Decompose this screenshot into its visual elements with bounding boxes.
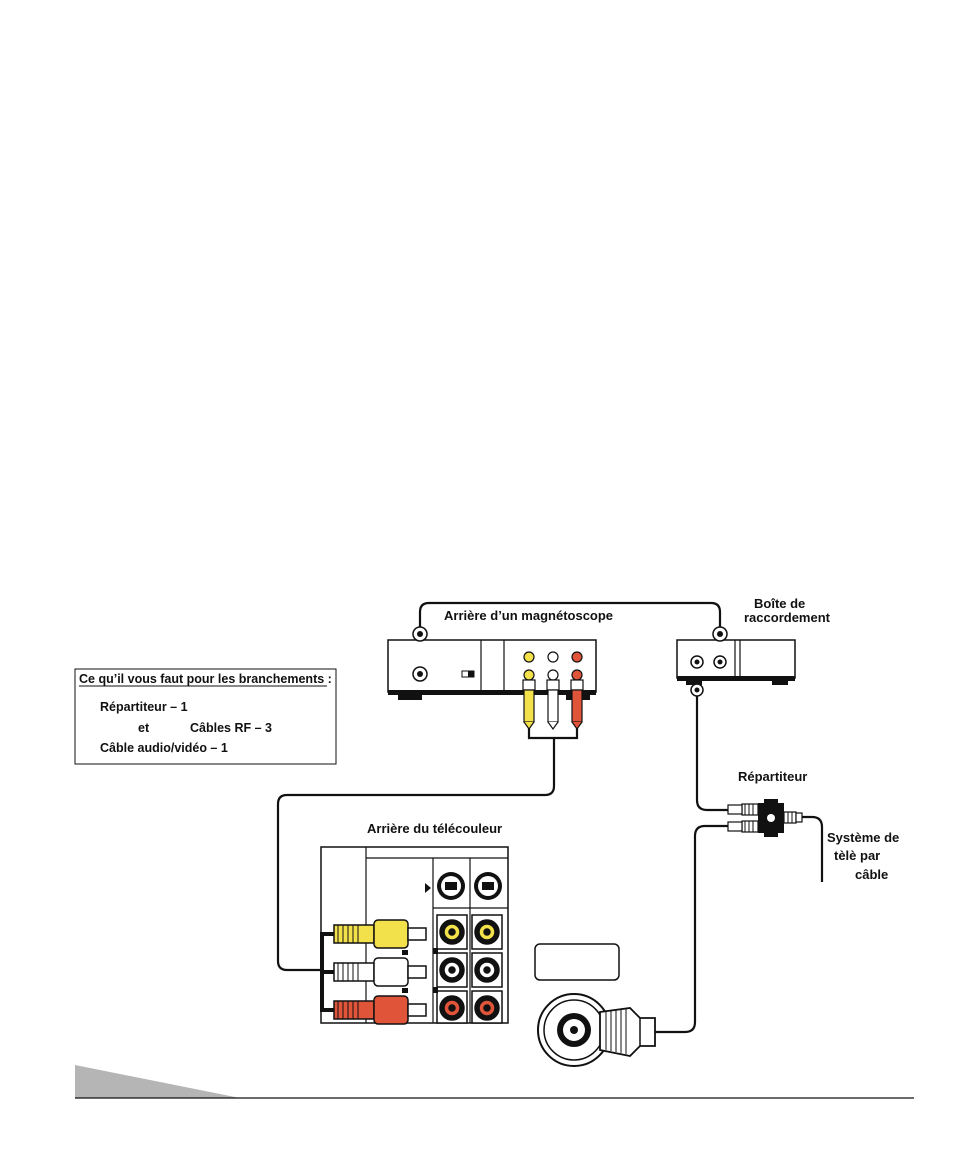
- tv-rca-jacks: [436, 914, 503, 1024]
- cable-system-label-3: câble: [855, 867, 888, 882]
- vcr: [387, 626, 597, 731]
- rf-cable-splitter-to-tv: [655, 824, 728, 1034]
- requirement-rf-cables: Câbles RF – 3: [190, 721, 272, 735]
- cable-system-label-2: tèlè par: [834, 848, 880, 863]
- tv-back-panel: [320, 846, 509, 1024]
- splitter-label: Répartiteur: [738, 769, 807, 784]
- rf-cable-vcr-to-box: [418, 601, 722, 628]
- vcr-av-jacks: [523, 651, 583, 681]
- requirements-box: Ce qu’il vous faut pour les branchements…: [74, 668, 337, 765]
- requirement-and: et: [138, 721, 150, 735]
- av-cable: [276, 728, 579, 972]
- cable-box: [676, 626, 796, 697]
- page-footer: [75, 1065, 914, 1099]
- vcr-back-label: Arrière d’un magnétoscope: [444, 608, 613, 623]
- tv-svideo-jacks: [437, 872, 502, 900]
- vcr-rca-plugs: [522, 679, 584, 731]
- rf-cable-box-to-splitter: [695, 696, 728, 812]
- tv-plug-wires: [320, 932, 334, 1012]
- requirement-splitter: Répartiteur – 1: [100, 700, 188, 714]
- cable-system-label-1: Système de: [827, 830, 899, 845]
- splitter: [727, 799, 803, 837]
- blank-label-box: [534, 943, 620, 981]
- rf-cable-from-system: [801, 815, 824, 882]
- requirements-title: Ce qu’il vous faut pour les branchements…: [79, 672, 332, 686]
- rf-cables: [418, 601, 824, 1034]
- tv-rca-plugs: [333, 919, 427, 1025]
- tv-back-label: Arrière du télécouleur: [367, 821, 502, 836]
- requirement-av-cable: Câble audio/vidéo – 1: [100, 741, 228, 755]
- cable-box-label-1: Boîte de: [754, 596, 805, 611]
- antenna-connector-icon: [537, 993, 656, 1067]
- cable-box-label-2: raccordement: [744, 610, 831, 625]
